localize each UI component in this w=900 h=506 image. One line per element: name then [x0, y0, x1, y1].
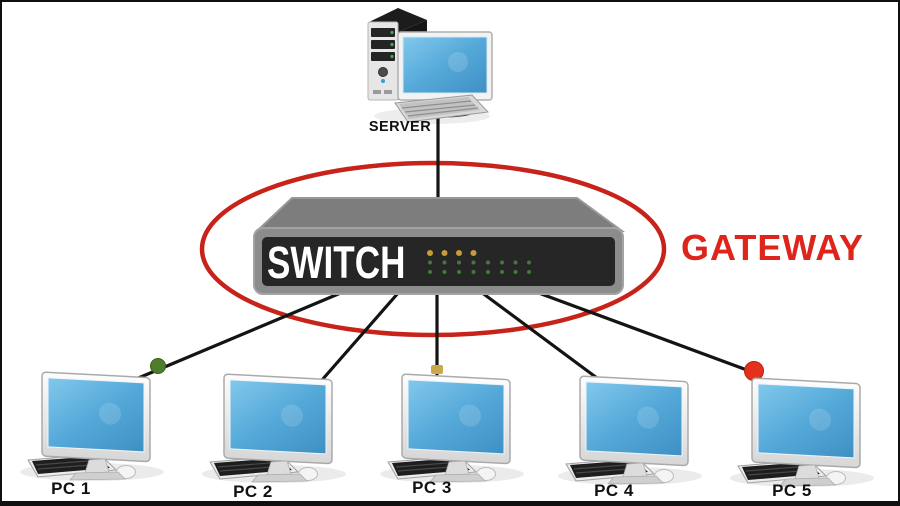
pc-3-label: PC 3 [412, 478, 452, 497]
yellow-connector [431, 365, 443, 374]
pc-5-label: PC 5 [772, 481, 812, 500]
server-keyboard-icon [394, 94, 490, 123]
switch-leds-amber [427, 250, 477, 256]
switch-front-panel [262, 237, 615, 286]
pc-5-icon [730, 378, 874, 487]
cable-switch-pc4 [479, 290, 599, 380]
red-status-dot [744, 361, 764, 381]
gateway-label: GATEWAY [681, 227, 865, 268]
switch-top-face [254, 197, 626, 232]
gateway-ellipse [199, 160, 667, 338]
server-monitor-icon [397, 31, 493, 118]
cable-switch-pc2 [320, 290, 401, 382]
pc-1-icon [20, 372, 164, 481]
pc-2-icon [202, 374, 346, 483]
server-icon [367, 8, 493, 124]
switch-device-icon [253, 197, 626, 295]
green-status-dot [150, 358, 166, 374]
server-label: SERVER [368, 119, 432, 135]
switch-label: SWITCH [267, 237, 406, 288]
pc-4-icon [558, 376, 702, 485]
pc-1-label: PC 1 [51, 479, 91, 498]
network-cables [134, 116, 757, 382]
cable-switch-pc1 [134, 290, 345, 381]
pc-3-icon [380, 374, 524, 483]
pc-4-label: PC 4 [594, 481, 634, 500]
switch-leds-green [428, 260, 531, 274]
cable-switch-pc5 [534, 290, 757, 375]
pc-2-label: PC 2 [233, 482, 273, 501]
